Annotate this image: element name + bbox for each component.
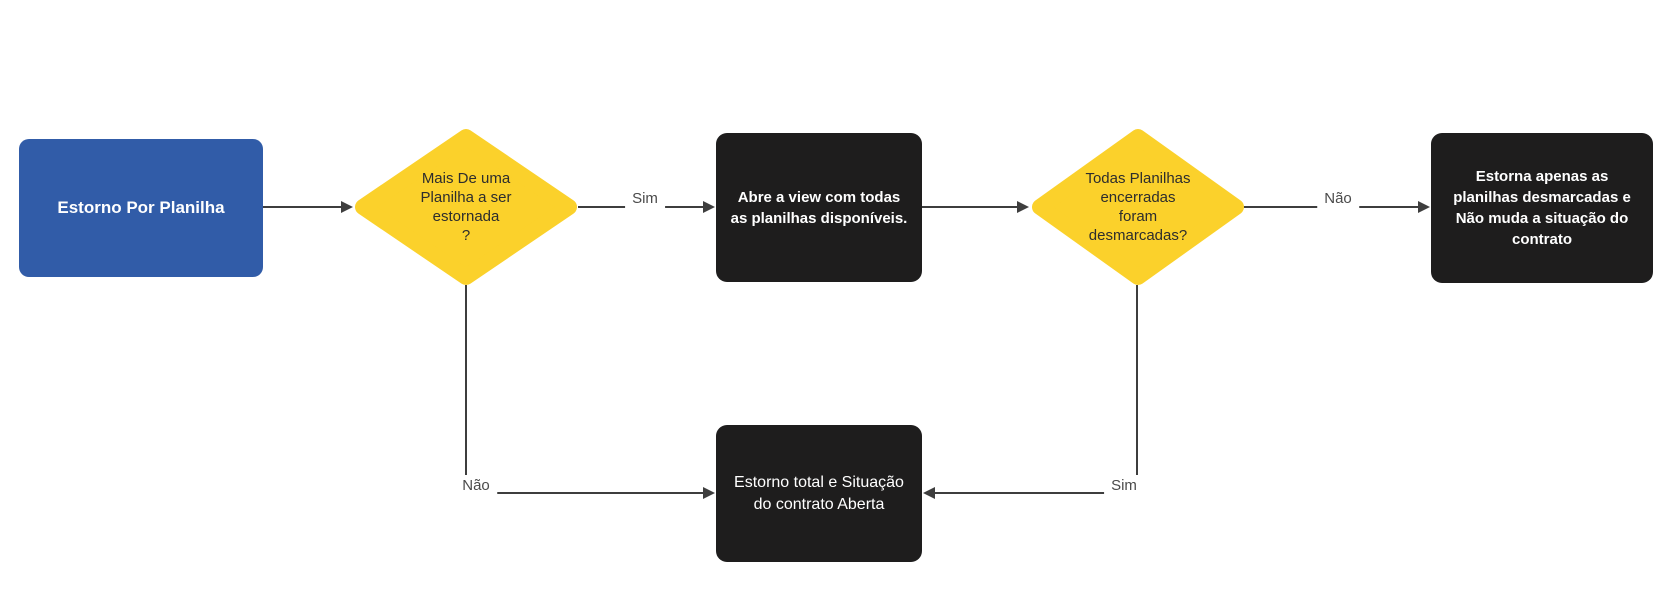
node-label: Todas Planilhas encerradas foram desmarc…	[1085, 170, 1191, 244]
node-partial-reversal[interactable]: Estorna apenas as planilhas desmarcadas …	[1431, 133, 1653, 283]
edge-label-nao: Não	[455, 475, 497, 497]
node-total-reversal[interactable]: Estorno total e Situação do contrato Abe…	[716, 425, 922, 562]
edge-label-sim: Sim	[1104, 475, 1144, 497]
connector-decision1-no-vertical	[465, 285, 467, 493]
node-decision-all-unmarked[interactable]: Todas Planilhas encerradas foram desmarc…	[1032, 129, 1244, 285]
connector-decision2-yes-horizontal	[934, 492, 1138, 494]
arrowhead-right-icon	[1418, 201, 1430, 213]
arrowhead-right-icon	[341, 201, 353, 213]
node-label: Estorno total e Situação do contrato Abe…	[734, 473, 904, 513]
node-open-view[interactable]: Abre a view com todas as planilhas dispo…	[716, 133, 922, 282]
connector-openview-to-decision2	[922, 206, 1018, 208]
arrowhead-right-icon	[703, 201, 715, 213]
node-label: Estorno Por Planilha	[57, 198, 225, 217]
connector-start-to-decision1	[263, 206, 342, 208]
connector-decision1-no-horizontal	[465, 492, 704, 494]
node-label: Estorna apenas as planilhas desmarcadas …	[1453, 168, 1631, 248]
node-start-estorno-por-planilha[interactable]: Estorno Por Planilha	[19, 139, 263, 277]
connector-decision2-yes-vertical	[1136, 285, 1138, 493]
arrowhead-right-icon	[703, 487, 715, 499]
arrowhead-right-icon	[1017, 201, 1029, 213]
edge-label-sim: Sim	[625, 188, 665, 210]
node-label: Mais De uma Planilha a ser estornada ?	[420, 170, 512, 244]
arrowhead-left-icon	[923, 487, 935, 499]
diamond-shape-icon	[355, 129, 577, 285]
node-label: Abre a view com todas as planilhas dispo…	[730, 188, 908, 227]
diamond-shape-icon	[1032, 129, 1244, 285]
node-decision-multiple-sheets[interactable]: Mais De uma Planilha a ser estornada ?	[355, 129, 577, 285]
edge-label-nao: Não	[1317, 188, 1359, 210]
